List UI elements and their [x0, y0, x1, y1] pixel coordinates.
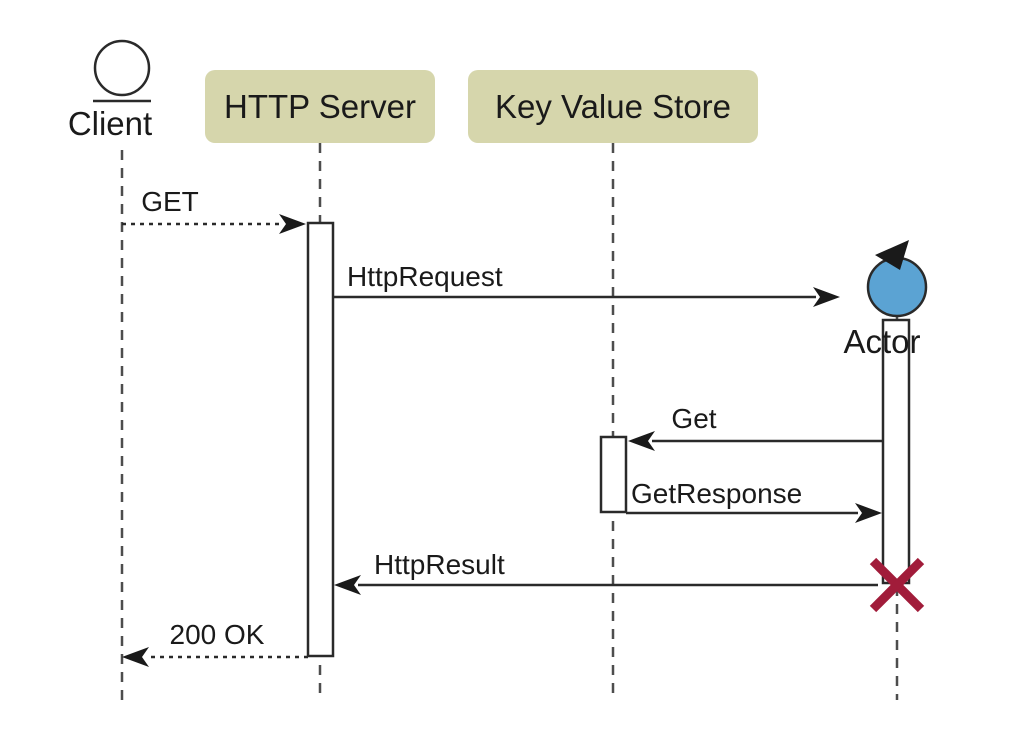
destroy-x-icon	[869, 557, 925, 613]
participant-label-http-server: HTTP Server	[224, 88, 416, 125]
participant-box-http-server	[205, 70, 435, 143]
participant-box-key-value-store	[468, 70, 758, 143]
destroy-x-stroke-2	[869, 557, 925, 613]
arrowhead-getresponse	[855, 503, 882, 523]
message-label-get-request: GET	[141, 186, 199, 217]
message-label-get: Get	[671, 403, 716, 434]
actor-control-arrowhead	[875, 240, 909, 270]
arrowhead-httpresult	[334, 575, 361, 595]
arrowhead-get	[628, 431, 655, 451]
message-label-httpresult: HttpResult	[374, 549, 505, 580]
participant-label-actor: Actor	[843, 323, 920, 360]
arrowhead-httprequest	[813, 287, 840, 307]
message-label-getresponse: GetResponse	[631, 478, 802, 509]
message-label-200ok: 200 OK	[170, 619, 265, 650]
participant-label-key-value-store: Key Value Store	[495, 88, 731, 125]
participant-label-client: Client	[68, 105, 152, 142]
client-entity-icon	[93, 39, 151, 97]
activation-http-server	[306, 221, 335, 658]
activation-key-value-store	[599, 435, 628, 514]
arrowhead-get-request	[279, 214, 306, 234]
arrowhead-200ok	[122, 647, 149, 667]
message-label-httprequest: HttpRequest	[347, 261, 503, 292]
